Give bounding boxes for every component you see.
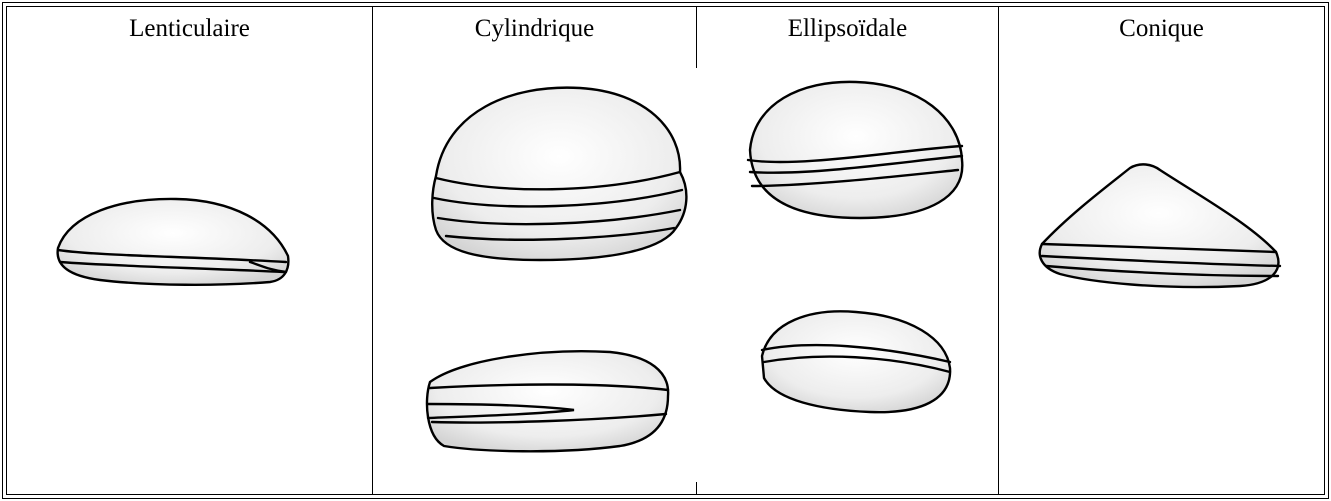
lenticular-seed-drawing — [58, 199, 289, 285]
conical-seed-drawing — [1040, 164, 1280, 287]
ellipsoidal-seed-drawing-bottom — [762, 311, 950, 412]
ellipsoidal-seed-drawing-top — [748, 82, 962, 218]
cylindrical-seed-drawing-bottom — [427, 351, 668, 451]
cylindrical-seed-drawing-top — [432, 88, 686, 260]
